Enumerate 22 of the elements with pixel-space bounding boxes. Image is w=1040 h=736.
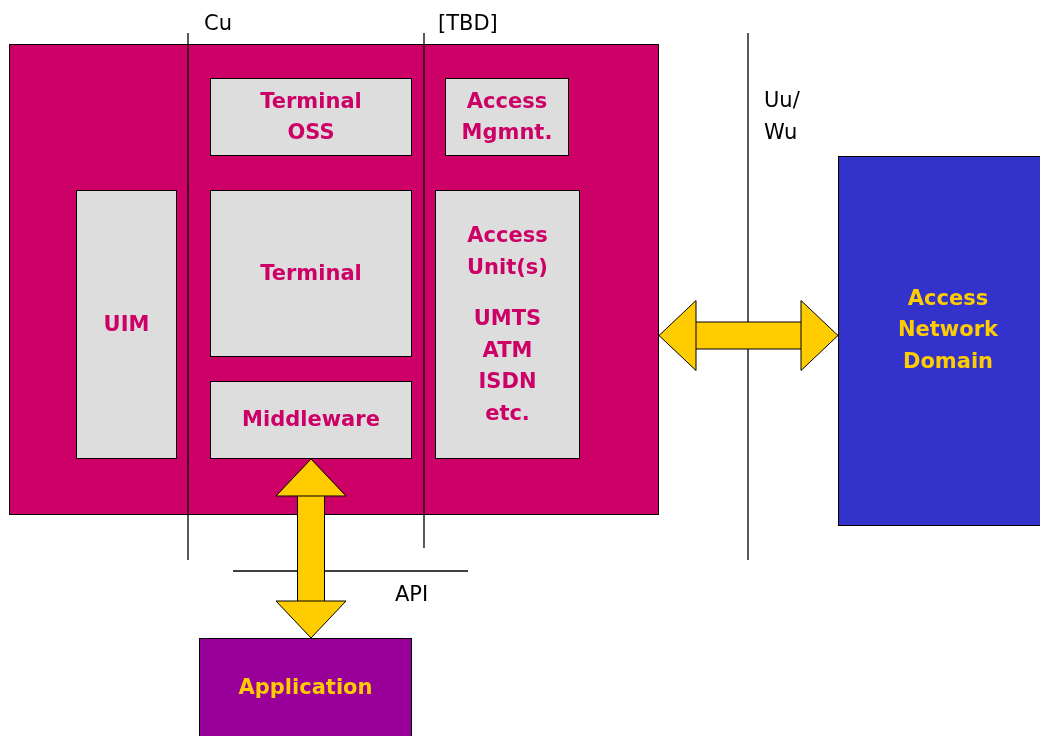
component-label: Terminal [260, 259, 362, 287]
component-label: Terminal OSS [259, 87, 363, 146]
component-label: Middleware [242, 406, 380, 434]
interface-label: Uu/ Wu [764, 87, 801, 146]
component-box [76, 190, 177, 459]
component-label: Application [238, 674, 373, 702]
interface-label: Cu [204, 10, 232, 37]
component-box [445, 78, 569, 156]
component-box [210, 78, 412, 156]
terminal-domain-box [9, 44, 659, 515]
network-domain-box [838, 156, 1040, 526]
component-label: UIM [103, 310, 150, 338]
interface-label: API [395, 581, 429, 608]
component-label: UMTS ATM ISDN etc. [472, 305, 543, 427]
component-label: Access Unit(s) [466, 222, 549, 281]
interface-label: [TBD] [438, 10, 498, 37]
component-box [435, 190, 580, 459]
component-label: Access Network Domain [897, 284, 999, 375]
component-box [210, 381, 412, 459]
component-box [210, 190, 412, 357]
component-label: Access Mgmnt. [460, 87, 554, 146]
application-box [199, 638, 412, 736]
